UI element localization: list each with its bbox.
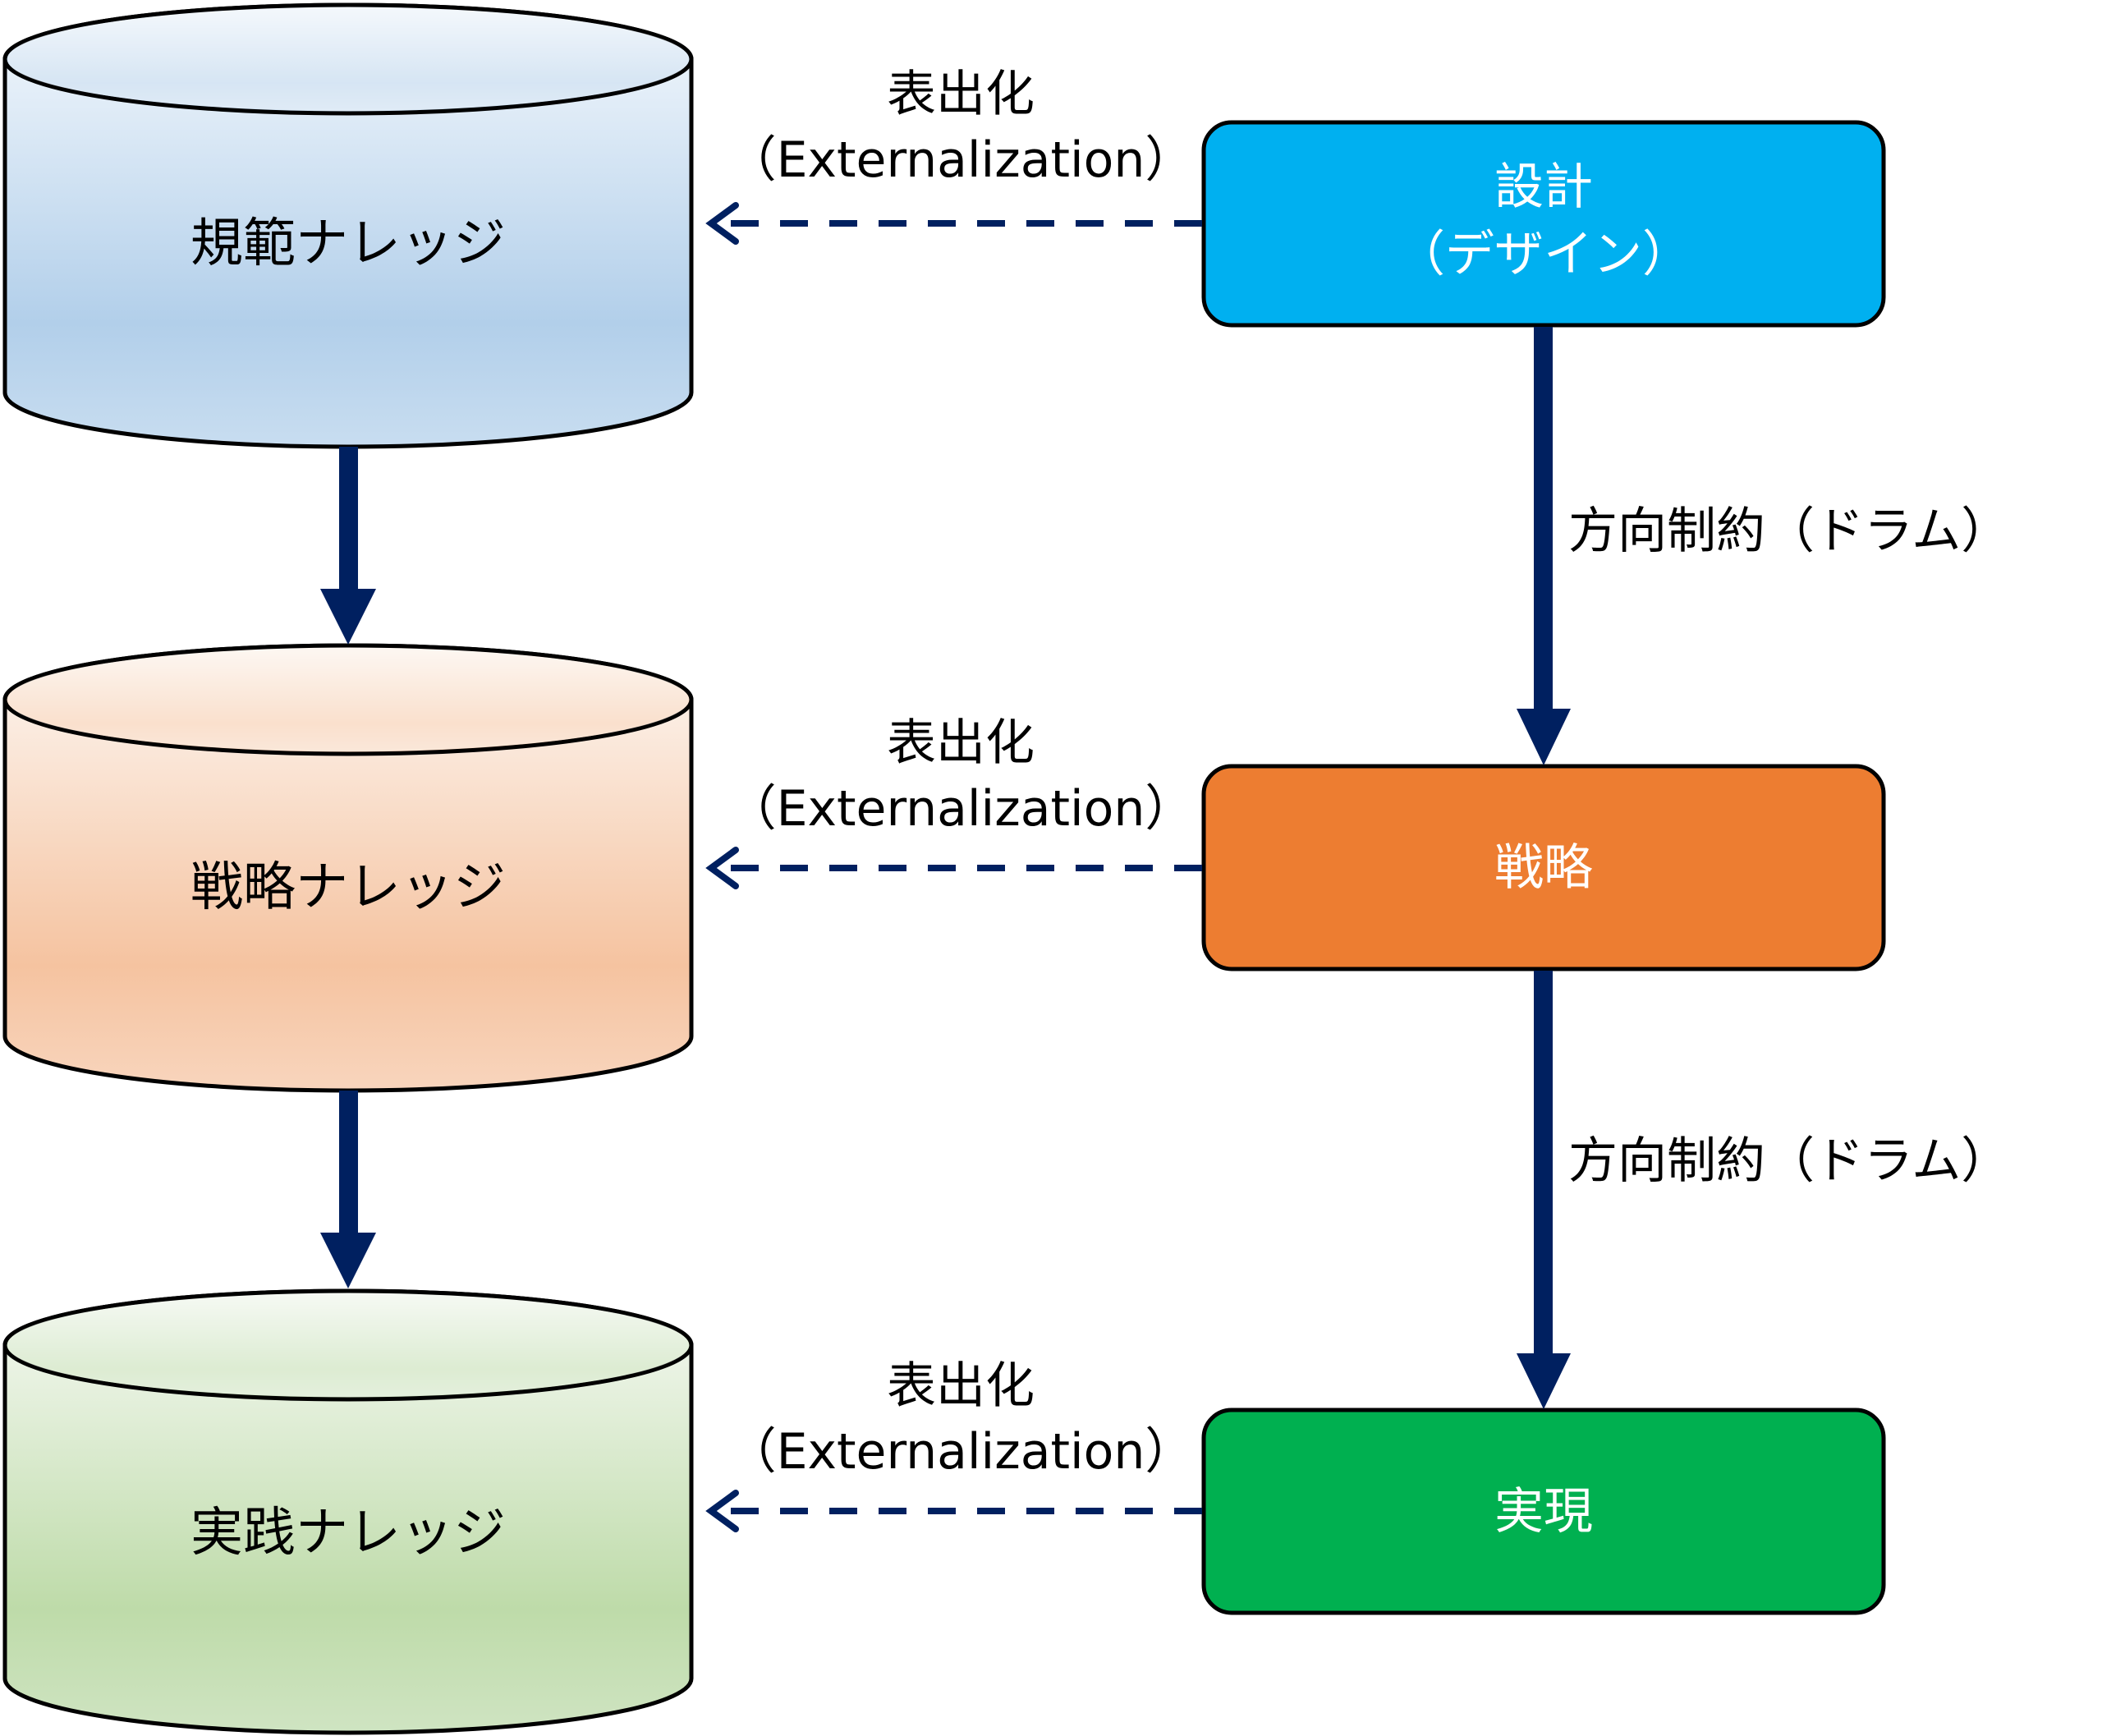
cylinder-label: 戦略ナレッジ: [190, 857, 506, 918]
process-box-design[interactable]: 設計 （デザイン）: [1201, 120, 1886, 328]
externalization-label-jp: 表出化: [887, 714, 1035, 772]
cylinder-normative-knowledge[interactable]: 規範ナレッジ: [2, 2, 694, 449]
box-label: 実現: [1494, 1483, 1593, 1541]
externalization-label-en: （Externalization）: [727, 131, 1195, 189]
externalization-label-jp: 表出化: [887, 1357, 1035, 1415]
arrow-normative-to-strategic: [320, 447, 376, 645]
externalization-arrow-realization: 表出化 （Externalization）: [705, 1357, 1202, 1532]
cylinder-top-highlight: [7, 1293, 689, 1397]
constraint-label: 方向制約（ドラム）: [1568, 503, 2010, 560]
externalization-arrow-design: 表出化 （Externalization）: [705, 66, 1202, 245]
externalization-arrow-strategy: 表出化 （Externalization）: [705, 714, 1202, 889]
open-arrowhead-icon: [705, 202, 739, 245]
cylinder-practical-knowledge[interactable]: 実践ナレッジ: [2, 1288, 694, 1735]
arrow-strategic-to-practical: [320, 1091, 376, 1288]
cylinder-label: 規範ナレッジ: [190, 214, 506, 274]
cylinder-top-highlight: [7, 7, 689, 111]
process-box-realization[interactable]: 実現: [1201, 1408, 1886, 1615]
process-box-strategy[interactable]: 戦略: [1201, 764, 1886, 971]
cylinder-top-highlight: [7, 648, 689, 751]
externalization-label-jp: 表出化: [887, 66, 1035, 123]
box-label-line2: （デザイン）: [1396, 226, 1691, 283]
constraint-label: 方向制約（ドラム）: [1568, 1132, 2010, 1190]
box-label-line1: 設計: [1494, 158, 1593, 216]
externalization-label-en: （Externalization）: [727, 780, 1195, 838]
arrow-design-to-strategy: [1517, 327, 1571, 765]
box-label: 戦略: [1494, 839, 1593, 897]
box-shape: [1201, 764, 1886, 971]
arrow-strategy-to-realization: [1517, 971, 1571, 1409]
open-arrowhead-icon: [705, 1490, 739, 1532]
box-shape: [1201, 1408, 1886, 1615]
externalization-label-en: （Externalization）: [727, 1423, 1195, 1481]
box-shape: [1201, 120, 1886, 328]
cylinder-label: 実践ナレッジ: [190, 1503, 506, 1564]
cylinder-strategic-knowledge[interactable]: 戦略ナレッジ: [2, 643, 694, 1093]
open-arrowhead-icon: [705, 847, 739, 889]
